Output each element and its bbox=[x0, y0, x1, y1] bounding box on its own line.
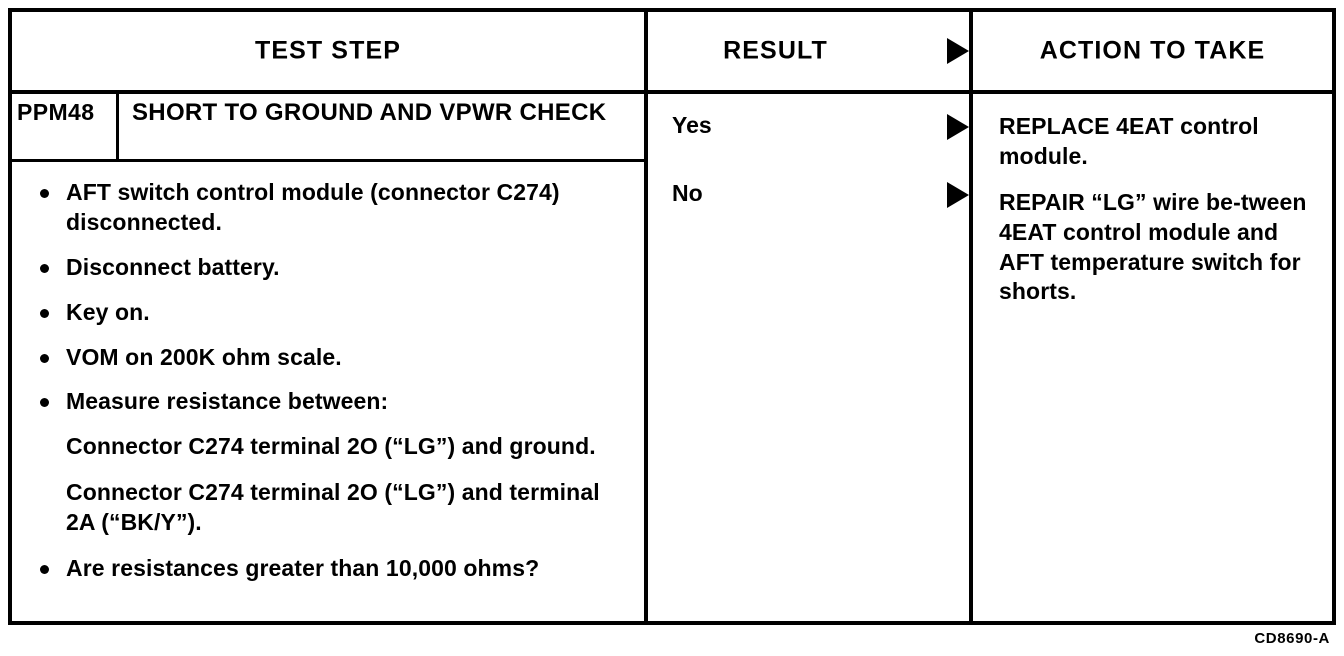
right-triangle-icon bbox=[947, 38, 969, 64]
result-label: Yes bbox=[672, 112, 712, 138]
list-item-subparagraph: Connector C274 terminal 2O (“LG”) and gr… bbox=[66, 433, 596, 460]
header-cell-test-step: TEST STEP bbox=[12, 12, 648, 90]
action-item: REPLACE 4EAT control module. bbox=[999, 113, 1259, 169]
test-step-title-row: PPM48 SHORT TO GROUND AND VPWR CHECK bbox=[12, 94, 644, 162]
figure-code: CD8690-A bbox=[1254, 630, 1330, 647]
header-label-action: ACTION TO TAKE bbox=[1039, 36, 1266, 65]
list-item: Disconnect battery. bbox=[32, 253, 634, 283]
header-label-test-step: TEST STEP bbox=[254, 36, 402, 65]
right-triangle-icon bbox=[947, 182, 969, 208]
table-header-row: TEST STEP RESULT ACTION TO TAKE bbox=[12, 12, 1332, 94]
list-item: Measure resistance between: bbox=[32, 387, 634, 417]
header-cell-result: RESULT bbox=[648, 12, 973, 90]
test-step-column: PPM48 SHORT TO GROUND AND VPWR CHECK AFT… bbox=[12, 94, 648, 621]
action-column: REPLACE 4EAT control module. REPAIR “LG”… bbox=[973, 94, 1332, 621]
list-item: Are resistances greater than 10,000 ohms… bbox=[32, 554, 634, 584]
result-label: No bbox=[672, 180, 703, 206]
instruction-list: AFT switch control module (connector C27… bbox=[32, 178, 634, 584]
list-item: AFT switch control module (connector C27… bbox=[32, 178, 634, 238]
list-item-subparagraph: Connector C274 terminal 2O (“LG”) and te… bbox=[66, 479, 600, 536]
pinpoint-test-table: TEST STEP RESULT ACTION TO TAKE PPM48 SH… bbox=[8, 8, 1336, 625]
list-item: Key on. bbox=[32, 298, 634, 328]
table-body-row: PPM48 SHORT TO GROUND AND VPWR CHECK AFT… bbox=[12, 94, 1332, 621]
test-step-code: PPM48 bbox=[12, 94, 119, 159]
result-row-no: No bbox=[648, 180, 969, 248]
header-cell-action: ACTION TO TAKE bbox=[973, 12, 1332, 90]
header-label-result: RESULT bbox=[723, 36, 828, 65]
result-row-yes: Yes bbox=[648, 112, 969, 180]
result-column: Yes No bbox=[648, 94, 973, 621]
right-triangle-icon bbox=[947, 114, 969, 140]
test-step-title: SHORT TO GROUND AND VPWR CHECK bbox=[132, 99, 607, 126]
list-item: VOM on 200K ohm scale. bbox=[32, 343, 634, 373]
test-step-instructions: AFT switch control module (connector C27… bbox=[12, 162, 644, 621]
action-item: REPAIR “LG” wire be-tween 4EAT control m… bbox=[999, 188, 1307, 305]
